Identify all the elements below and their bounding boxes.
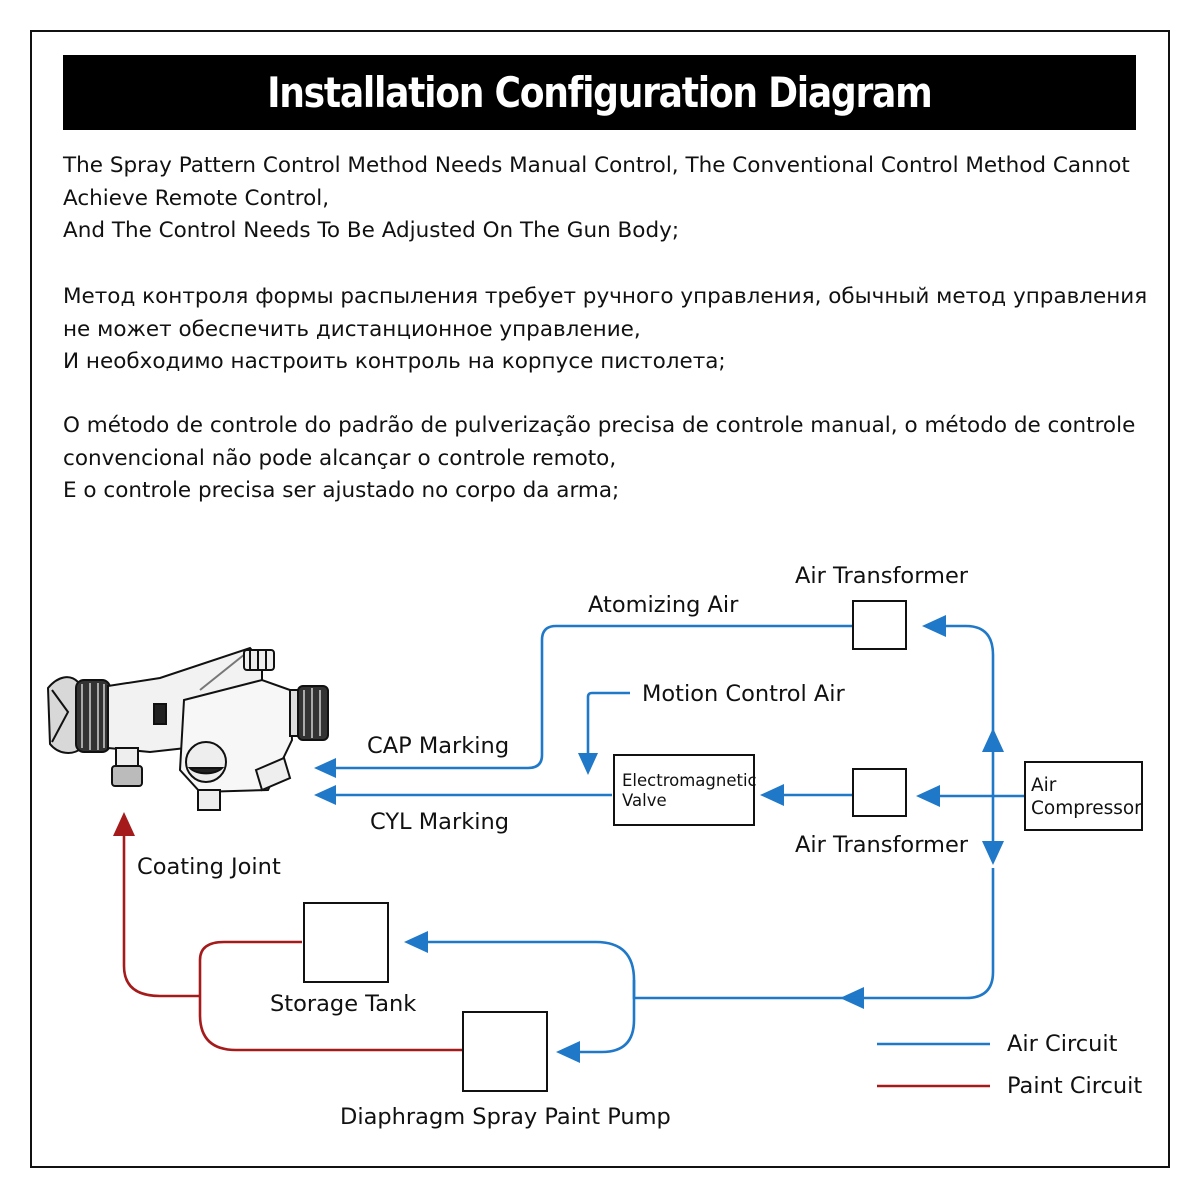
electromagnetic-valve-box — [613, 754, 755, 826]
text-line: E o controle precisa ser ajustado no cor… — [63, 478, 620, 503]
top-transformer-arrow-head — [922, 615, 946, 637]
air-compressor-box — [1024, 761, 1143, 831]
cap-marking-label: CAP Marking — [367, 733, 509, 759]
compressor-arrow-head — [916, 785, 940, 807]
trunk-down-arrow-head — [982, 841, 1004, 865]
description-russian: Метод контроля формы распыления требует … — [63, 281, 1148, 379]
outer-frame — [30, 30, 1170, 1168]
motion-arrow-head — [578, 753, 598, 775]
air-transformer-top-label: Air Transformer — [795, 563, 969, 589]
air-compressor-label-2: Compressor — [1031, 798, 1142, 819]
text-line: The Spray Pattern Control Method Needs M… — [63, 153, 1130, 178]
motion-control-line — [586, 691, 630, 755]
text-line: convencional não pode alcançar o control… — [63, 445, 617, 471]
tank-loop-line — [426, 940, 862, 1000]
cyl-marking-label: CYL Marking — [370, 809, 509, 835]
text-line: Achieve Remote Control, — [63, 185, 330, 211]
text-line: O método de controle do padrão de pulver… — [63, 413, 1136, 438]
description-portuguese: O método de controle do padrão de pulver… — [63, 410, 1148, 508]
electromagnetic-valve-label-2: Valve — [622, 791, 667, 810]
spray-gun-icon — [46, 646, 329, 811]
storage-tank-label: Storage Tank — [270, 991, 416, 1017]
cyl-arrow-head — [314, 785, 336, 805]
atomizing-air-line — [330, 624, 852, 770]
coating-joint-line — [122, 835, 200, 998]
text-line: не может обеспечить дистанционное управл… — [63, 316, 641, 342]
text-line: And The Control Needs To Be Adjusted On … — [63, 218, 680, 243]
paint-circuit-line — [198, 940, 462, 1052]
cap-arrow-head — [314, 758, 336, 778]
description-english: The Spray Pattern Control Method Needs M… — [63, 150, 1148, 248]
air-transformer-top-box — [852, 600, 907, 650]
legend-air-label: Air Circuit — [1007, 1031, 1118, 1057]
diaphragm-pump-box — [462, 1011, 548, 1092]
diaphragm-pump-label: Diaphragm Spray Paint Pump — [340, 1104, 671, 1130]
coating-joint-label: Coating Joint — [137, 854, 281, 880]
legend: Air Circuit Paint Circuit — [877, 1031, 1142, 1099]
atomizing-air-label: Atomizing Air — [588, 592, 739, 618]
pump-loop-line — [578, 980, 636, 1054]
text-line: И необходимо настроить контроль на корпу… — [63, 349, 726, 374]
trunk-up-line — [944, 624, 995, 745]
page-title: Installation Configuration Diagram — [267, 68, 933, 117]
electromagnetic-valve-label: Electromagnetic — [622, 771, 757, 790]
coating-arrow-head — [113, 812, 135, 836]
legend-paint-label: Paint Circuit — [1007, 1073, 1142, 1099]
air-compressor-label: Air — [1031, 775, 1057, 796]
text-line: Метод контроля формы распыления требует … — [63, 284, 1148, 309]
pump-arrow-head — [556, 1041, 580, 1063]
tank-arrow-head — [404, 931, 428, 953]
valve-arrow-head — [760, 784, 784, 806]
air-transformer-bottom-label: Air Transformer — [795, 832, 969, 858]
motion-control-air-label: Motion Control Air — [642, 681, 846, 707]
storage-tank-box — [303, 902, 389, 983]
air-transformer-bottom-box — [852, 768, 907, 817]
trunk-up-arrow-head — [982, 728, 1004, 752]
title-banner: Installation Configuration Diagram — [63, 55, 1136, 130]
pump-air-line — [862, 868, 995, 1000]
